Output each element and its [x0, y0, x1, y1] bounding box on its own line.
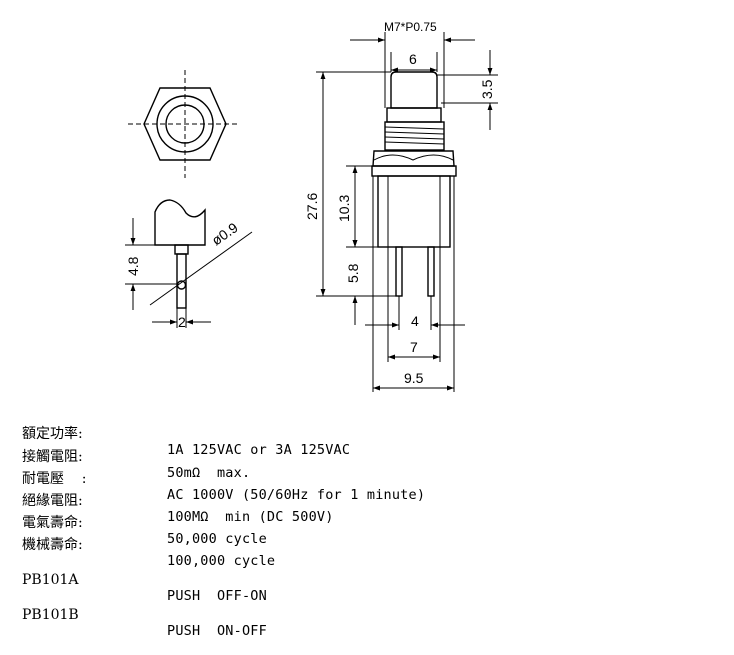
spec-row-mechanical-life: 機械壽命: 100,000 cycle: [22, 521, 275, 585]
spec-row-contact-resistance: 接觸電阻: 50mΩ max.: [22, 433, 250, 497]
spec-label: 電氣壽命:: [22, 515, 83, 531]
dim-lines-bottom: [365, 176, 465, 392]
spec-row-insulation-resistance: 絕緣電阻: 100MΩ min (DC 500V): [22, 477, 333, 541]
dim-nut-width: 9.5: [404, 370, 424, 386]
model-desc: PUSH ON-OFF: [167, 623, 267, 639]
spec-label: 額定功率:: [22, 426, 83, 442]
dim-pin-offset: 4.8: [125, 256, 141, 276]
spec-label: 接觸電阻:: [22, 449, 83, 465]
terminal-detail: [125, 199, 253, 328]
spec-label: 絕緣電阻:: [22, 493, 83, 509]
dim-pin-width: 2: [178, 314, 186, 330]
front-view-switch: [371, 71, 457, 297]
model-desc: PUSH OFF-ON: [167, 588, 267, 604]
spec-label: 機械壽命:: [22, 537, 83, 553]
spec-label: 耐電壓 :: [22, 471, 87, 487]
dim-pin-length: 5.8: [345, 263, 361, 283]
dim-body-height: 10.3: [336, 195, 352, 222]
spec-value: 50mΩ max.: [167, 465, 251, 481]
spec-value: 1A 125VAC or 3A 125VAC: [167, 442, 351, 458]
dim-cap-height: 3.5: [479, 79, 495, 99]
top-view-hexagon: [128, 70, 240, 178]
spec-row-withstand-voltage: 耐電壓 : AC 1000V (50/60Hz for 1 minute): [22, 455, 425, 519]
model-code: PB101A: [22, 572, 79, 588]
spec-value: 50,000 cycle: [167, 531, 267, 547]
dim-body-width: 7: [410, 339, 418, 355]
model-row-pb101a: PB101A PUSH OFF-ON: [22, 556, 267, 620]
dim-lines-top: [350, 32, 498, 130]
technical-drawing: 4.8 2 ø0.9 M7*P0.75: [125, 20, 498, 392]
thread-label: M7*P0.75: [384, 20, 437, 34]
dim-cap-width: 6: [409, 51, 417, 67]
spec-value: AC 1000V (50/60Hz for 1 minute): [167, 487, 426, 503]
model-code: PB101B: [22, 607, 79, 623]
dim-total-height: 27.6: [304, 193, 320, 220]
dim-pin-spacing: 4: [411, 313, 419, 329]
dim-lines-left: [316, 71, 402, 325]
spec-row-rated-power: 額定功率: 1A 125VAC or 3A 125VAC: [22, 410, 350, 474]
model-row-pb101b: PB101B PUSH ON-OFF: [22, 591, 267, 655]
spec-row-electrical-life: 電氣壽命: 50,000 cycle: [22, 499, 267, 563]
spec-value: 100MΩ min (DC 500V): [167, 509, 334, 525]
spec-value: 100,000 cycle: [167, 553, 276, 569]
